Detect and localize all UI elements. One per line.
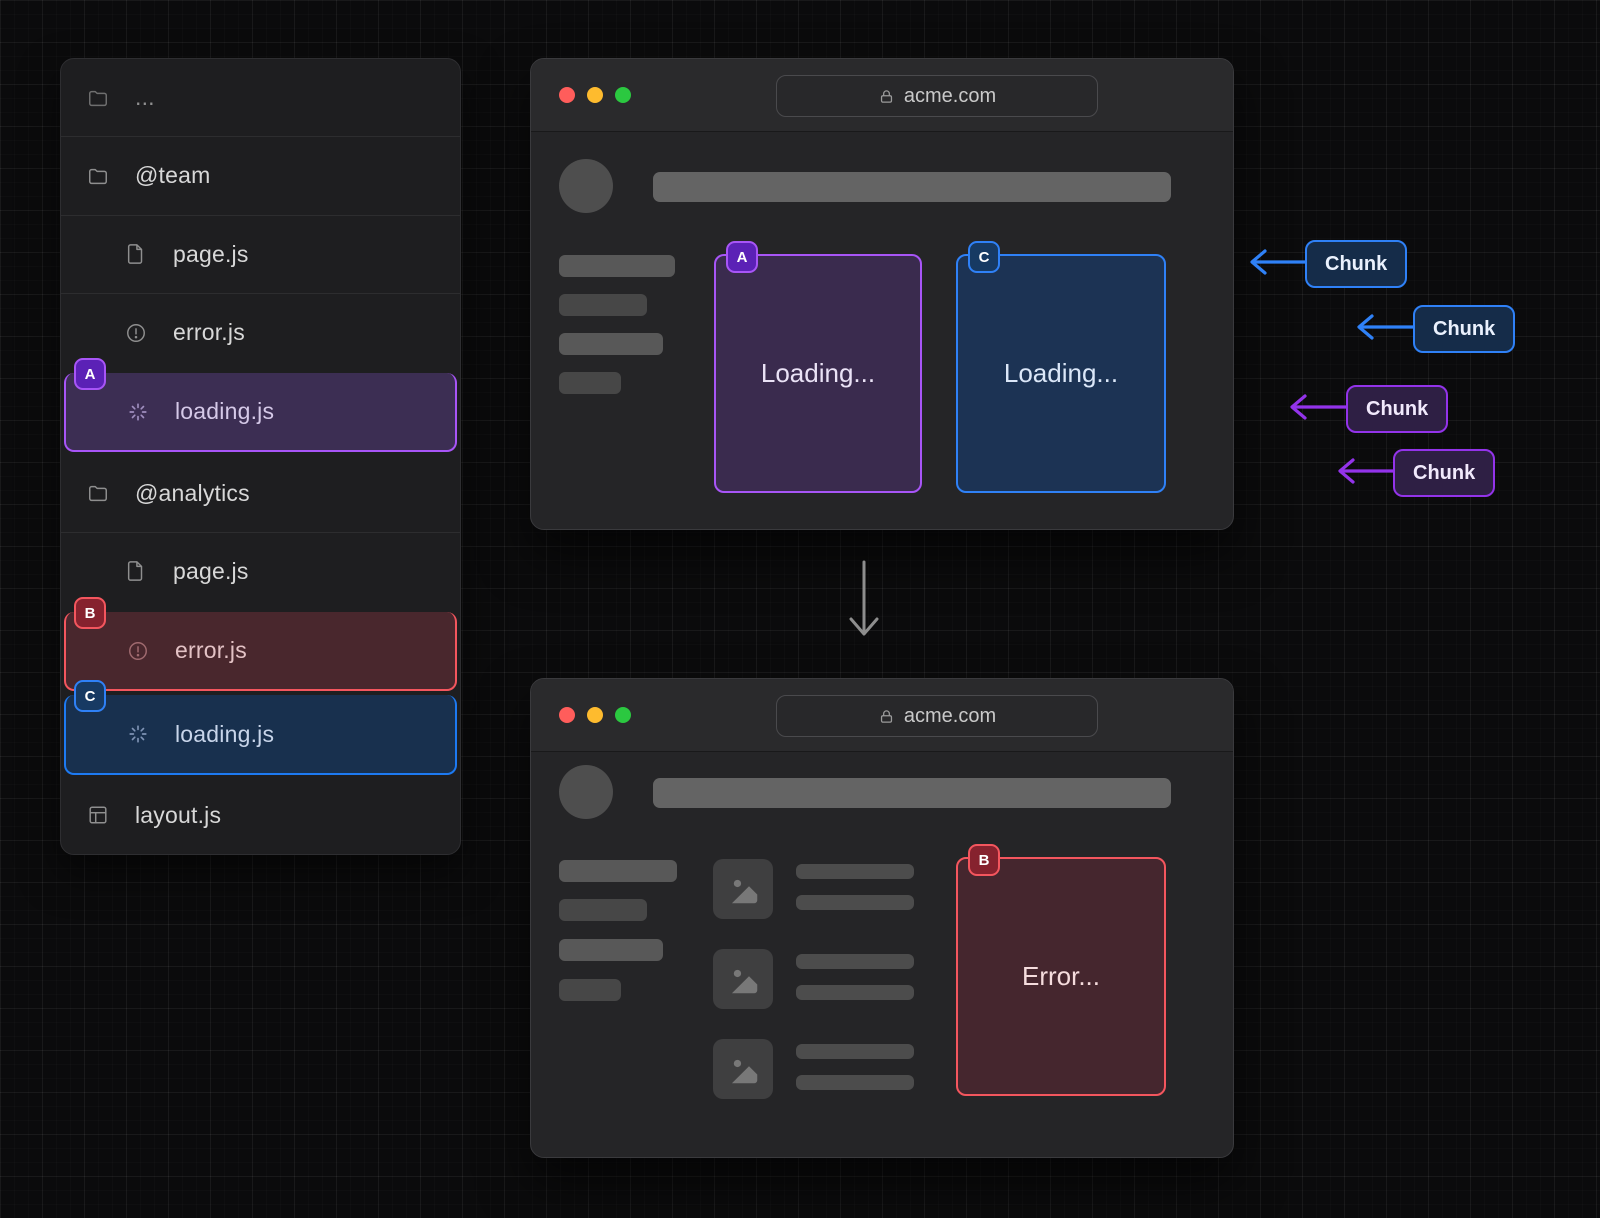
image-icon: [731, 1059, 758, 1084]
lock-icon: [880, 89, 892, 103]
tree-row-team-loading[interactable]: A loading.js: [64, 358, 457, 453]
alert-circle-icon: [129, 641, 147, 660]
badge-c: C: [968, 241, 1000, 273]
arrow-left-icon: [1290, 394, 1348, 420]
tree-row-analytics-page[interactable]: page.js: [61, 531, 460, 610]
url-bar[interactable]: acme.com: [776, 695, 1098, 737]
spinner-icon: [129, 725, 147, 743]
chunk-label: Chunk: [1413, 305, 1516, 353]
text-skeleton: [559, 979, 621, 1001]
text-skeleton: [796, 985, 914, 1000]
tree-row-label: page.js: [173, 240, 249, 267]
text-skeleton: [559, 294, 647, 316]
folder-icon: [89, 485, 107, 502]
chunk-label: Chunk: [1393, 449, 1496, 497]
badge-a: A: [74, 358, 106, 391]
minimize-button[interactable]: [587, 707, 603, 723]
zoom-button[interactable]: [615, 707, 631, 723]
image-placeholder: [713, 949, 773, 1009]
browser-titlebar: acme.com: [531, 59, 1233, 132]
header-skeleton: [653, 778, 1171, 808]
text-skeleton: [559, 939, 663, 961]
badge-b: B: [74, 597, 106, 630]
badge-b: B: [968, 844, 1000, 876]
text-skeleton: [559, 860, 677, 882]
tree-row-team-error[interactable]: error.js: [61, 292, 460, 371]
tree-row-label: @analytics: [135, 479, 250, 506]
text-skeleton: [796, 864, 914, 879]
text-skeleton: [559, 255, 675, 277]
browser-window-error: acme.com B: [530, 678, 1234, 1158]
browser-viewport: A Loading... C Loading...: [531, 132, 1233, 529]
tree-row-team-page[interactable]: page.js: [61, 214, 460, 293]
tree-row-label: ...: [135, 84, 155, 111]
tree-row-label: @team: [135, 162, 211, 189]
browser-titlebar: acme.com: [531, 679, 1233, 752]
text-skeleton: [796, 954, 914, 969]
chunk-label: Chunk: [1346, 385, 1449, 433]
arrow-left-icon: [1357, 314, 1415, 340]
tree-row-ellipsis[interactable]: ...: [61, 59, 460, 136]
browser-viewport: B Error...: [531, 752, 1233, 1157]
file-icon: [127, 561, 143, 582]
url-text: acme.com: [903, 704, 997, 727]
browser-window-loading: acme.com A Loading... C Loading...: [530, 58, 1234, 530]
arrow-left-icon: [1338, 458, 1396, 484]
alert-circle-icon: [127, 323, 145, 342]
tree-row-layout[interactable]: layout.js: [61, 777, 460, 854]
folder-icon: [89, 90, 107, 106]
layout-icon: [89, 806, 107, 824]
image-placeholder: [713, 859, 773, 919]
zoom-button[interactable]: [615, 87, 631, 103]
error-card-analytics: B Error...: [956, 844, 1166, 1096]
file-tree-panel: ... @team page.js error.js A loading.js …: [60, 58, 461, 855]
tree-row-label: layout.js: [135, 801, 222, 828]
arrow-left-icon: [1250, 249, 1308, 275]
tree-row-analytics-error[interactable]: B error.js: [64, 597, 457, 692]
url-text: acme.com: [903, 84, 997, 107]
tree-row-label: error.js: [175, 637, 247, 664]
url-bar[interactable]: acme.com: [776, 75, 1098, 117]
header-skeleton: [653, 172, 1171, 202]
tree-row-analytics[interactable]: @analytics: [61, 454, 460, 531]
tree-row-label: error.js: [173, 319, 245, 346]
tree-row-label: loading.js: [175, 720, 275, 747]
text-skeleton: [559, 333, 663, 355]
image-icon: [731, 969, 758, 994]
close-button[interactable]: [559, 87, 575, 103]
arrow-down-icon: [849, 560, 879, 636]
minimize-button[interactable]: [587, 87, 603, 103]
loading-card-label: Loading...: [1003, 358, 1119, 388]
tree-row-analytics-loading[interactable]: C loading.js: [64, 680, 457, 775]
loading-card-label: Loading...: [760, 358, 876, 388]
file-icon: [127, 244, 143, 265]
tree-row-label: page.js: [173, 557, 249, 584]
loading-card-analytics: C Loading...: [956, 241, 1166, 493]
text-skeleton: [796, 1075, 914, 1090]
image-icon: [731, 879, 758, 904]
folder-icon: [89, 168, 107, 185]
text-skeleton: [796, 895, 914, 910]
badge-a: A: [726, 241, 758, 273]
traffic-lights: [559, 87, 631, 103]
text-skeleton: [559, 899, 647, 921]
badge-c: C: [74, 680, 106, 713]
avatar: [559, 159, 613, 213]
image-placeholder: [713, 1039, 773, 1099]
chunk-label: Chunk: [1305, 240, 1408, 288]
text-skeleton: [559, 372, 621, 394]
loading-card-team: A Loading...: [714, 241, 922, 493]
close-button[interactable]: [559, 707, 575, 723]
error-card-label: Error...: [1021, 961, 1100, 991]
avatar: [559, 765, 613, 819]
tree-row-label: loading.js: [175, 398, 275, 425]
spinner-icon: [129, 403, 147, 421]
text-skeleton: [796, 1044, 914, 1059]
tree-row-team[interactable]: @team: [61, 136, 460, 214]
traffic-lights: [559, 707, 631, 723]
lock-icon: [880, 709, 892, 723]
